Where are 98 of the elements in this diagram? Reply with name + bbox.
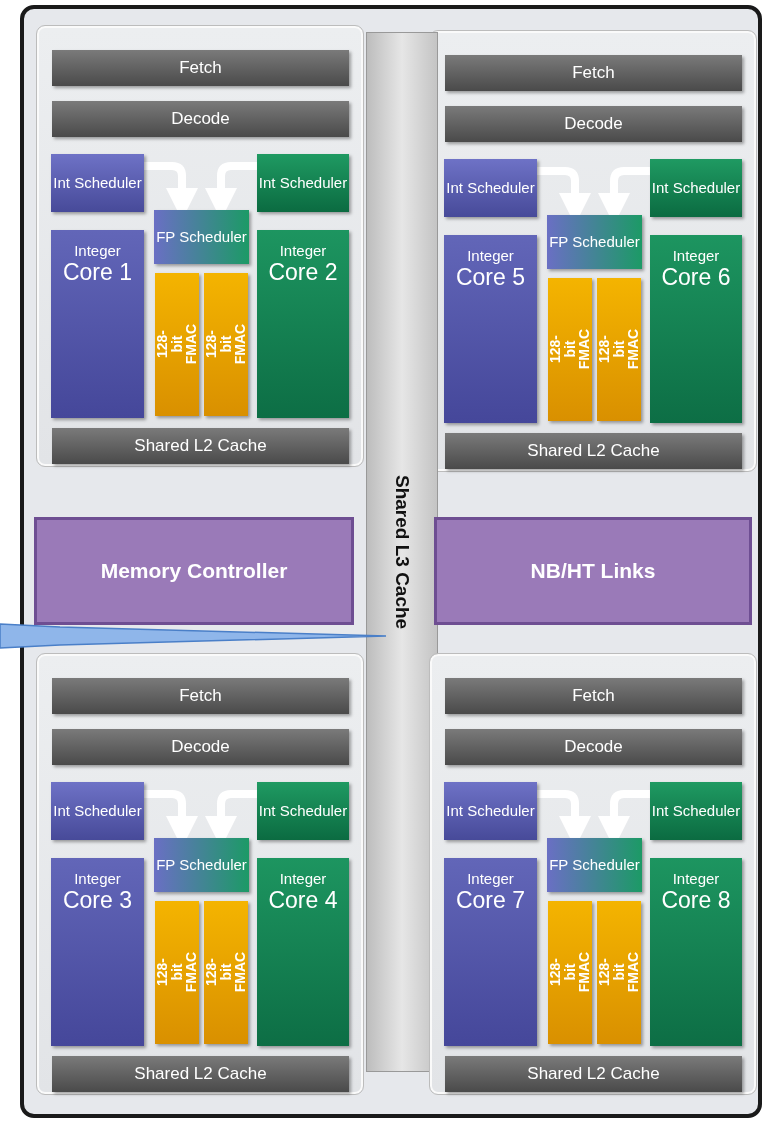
bar-label: Decode	[564, 737, 623, 757]
fmac-unit	[204, 273, 248, 416]
scheduler-label: Int Scheduler	[446, 179, 535, 197]
cache-column	[366, 32, 438, 1072]
bar-label: Fetch	[572, 686, 615, 706]
core-name: Core 6	[661, 264, 731, 291]
scheduler-box	[257, 154, 349, 212]
scheduler-label: Int Scheduler	[258, 802, 348, 820]
fmac-unit	[155, 273, 199, 416]
controller-label: Memory Controller	[100, 558, 288, 584]
bar-label: Decode	[564, 114, 623, 134]
core-name: Core 7	[455, 887, 525, 914]
fetch-bar	[52, 50, 349, 86]
fmac-label: 128-bit FMAC	[596, 328, 642, 372]
cache-bar	[52, 428, 349, 464]
decode-bar	[445, 106, 742, 142]
core-name: Core 2	[268, 259, 338, 286]
scheduler-box	[444, 159, 537, 217]
core-block	[51, 858, 144, 1046]
scheduler-box	[650, 159, 742, 217]
fmac-unit	[204, 901, 248, 1044]
core-label: Integer	[672, 247, 720, 265]
scheduler-label: FP Scheduler	[549, 233, 640, 251]
fmac-label: 128-bit FMAC	[547, 951, 593, 995]
core-label: Integer	[74, 870, 121, 888]
fmac-unit	[548, 278, 592, 421]
scheduler-box	[257, 782, 349, 840]
scheduler-box	[444, 782, 537, 840]
decode-bar	[52, 729, 349, 765]
fmac-label: 128-bit FMAC	[203, 323, 249, 367]
fmac-label: 128-bit FMAC	[154, 323, 200, 367]
cache-bar	[445, 433, 742, 469]
core-label: Integer	[74, 242, 121, 260]
bar-label: Shared L2 Cache	[527, 441, 660, 461]
core-label: Integer	[467, 247, 514, 265]
scheduler-box	[154, 838, 249, 892]
core-label: Integer	[467, 870, 514, 888]
scheduler-label: FP Scheduler	[156, 856, 247, 874]
core-block	[51, 230, 144, 418]
fetch-bar	[445, 678, 742, 714]
fetch-bar	[52, 678, 349, 714]
core-block	[444, 858, 537, 1046]
bar-label: Decode	[171, 109, 230, 129]
bar-label: Shared L2 Cache	[134, 436, 267, 456]
core-block	[257, 230, 349, 418]
scheduler-label: FP Scheduler	[156, 228, 247, 246]
core-name: Core 5	[455, 264, 525, 291]
bar-label: Fetch	[179, 686, 222, 706]
fmac-unit	[597, 278, 641, 421]
scheduler-label: Int Scheduler	[446, 802, 535, 820]
bar-label: Fetch	[179, 58, 222, 78]
scheduler-box	[51, 154, 144, 212]
fetch-bar	[445, 55, 742, 91]
decode-bar	[445, 729, 742, 765]
core-name: Core 8	[661, 887, 731, 914]
fmac-label: 128-bit FMAC	[203, 951, 249, 995]
fmac-unit	[597, 901, 641, 1044]
scheduler-label: Int Scheduler	[53, 174, 142, 192]
core-label: Integer	[672, 870, 720, 888]
scheduler-label: Int Scheduler	[651, 802, 741, 820]
bar-label: Shared L2 Cache	[134, 1064, 267, 1084]
scheduler-label: Int Scheduler	[258, 174, 348, 192]
controller-block	[34, 517, 354, 625]
fmac-label: 128-bit FMAC	[547, 328, 593, 372]
fmac-unit	[548, 901, 592, 1044]
core-block	[650, 235, 742, 423]
core-block	[650, 858, 742, 1046]
bar-label: Fetch	[572, 63, 615, 83]
bar-label: Decode	[171, 737, 230, 757]
controller-block	[434, 517, 752, 625]
core-block	[444, 235, 537, 423]
scheduler-label: Int Scheduler	[53, 802, 142, 820]
module-panel	[37, 654, 363, 1094]
core-block	[257, 858, 349, 1046]
chip-die-frame	[20, 5, 762, 1118]
cache-bar	[52, 1056, 349, 1092]
cache-label: Shared L3 Cache	[391, 474, 413, 630]
core-label: Integer	[279, 870, 327, 888]
scheduler-box	[547, 215, 642, 269]
core-label: Integer	[279, 242, 327, 260]
fmac-label: 128-bit FMAC	[596, 951, 642, 995]
fmac-unit	[155, 901, 199, 1044]
module-panel	[430, 654, 756, 1094]
scheduler-box	[650, 782, 742, 840]
scheduler-box	[154, 210, 249, 264]
scheduler-label: FP Scheduler	[549, 856, 640, 874]
bar-label: Shared L2 Cache	[527, 1064, 660, 1084]
cache-bar	[445, 1056, 742, 1092]
core-name: Core 4	[268, 887, 338, 914]
core-name: Core 3	[62, 887, 132, 914]
fmac-label: 128-bit FMAC	[154, 951, 200, 995]
core-name: Core 1	[62, 259, 132, 286]
decode-bar	[52, 101, 349, 137]
scheduler-box	[51, 782, 144, 840]
scheduler-box	[547, 838, 642, 892]
module-panel	[37, 26, 363, 466]
controller-label: NB/HT Links	[530, 558, 656, 584]
scheduler-label: Int Scheduler	[651, 179, 741, 197]
